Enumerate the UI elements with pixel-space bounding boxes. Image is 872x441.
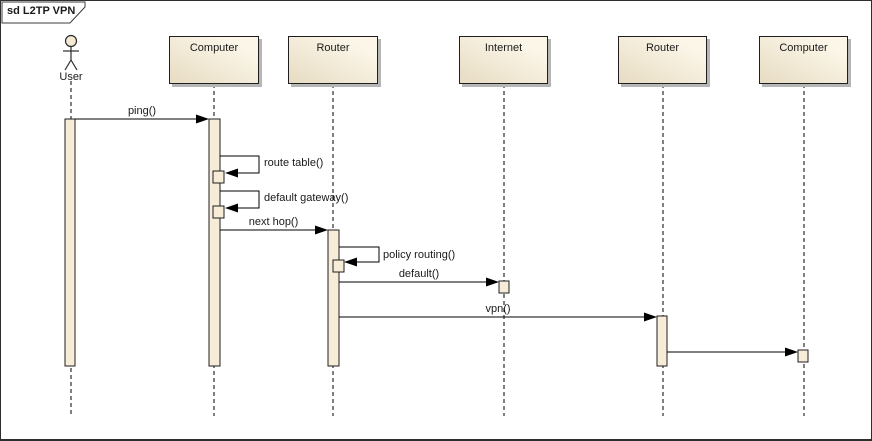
message-loop-route-table[interactable] [220,155,260,174]
message-label-policy-routing[interactable]: policy routing() [383,249,456,261]
arrowhead-default-gateway [225,203,238,213]
participant-label-router1: Router [316,42,350,54]
arrowhead-route-table [225,168,238,178]
arrowhead-next-hop [315,225,328,235]
frame-title-tab [1,1,86,24]
message-label-default-gateway[interactable]: default gateway() [264,192,349,204]
message-arrowheads [196,114,798,357]
participant-label-internet: Internet [484,42,523,54]
activation-router2[interactable] [656,315,668,367]
arrowhead-ping [196,114,209,124]
activation-internet[interactable] [498,280,510,294]
participant-box-router2[interactable]: Router [618,36,707,84]
activation-computer1[interactable] [208,118,221,367]
activation-computer1-self2[interactable] [212,205,225,219]
participant-label-computer1: Computer [189,42,239,54]
message-label-next-hop[interactable]: next hop() [248,216,299,228]
message-loop-policy-routing[interactable] [339,246,380,263]
activation-router1-self[interactable] [332,259,345,273]
participant-box-computer2[interactable]: Computer [759,36,848,84]
arrowhead-return [785,347,798,357]
message-loop-default-gateway[interactable] [220,190,260,209]
message-label-route-table[interactable]: route table() [264,157,324,169]
message-label-ping[interactable]: ping() [127,105,157,117]
message-lines [75,118,796,353]
message-label-vpn[interactable]: vpn() [485,303,511,315]
arrowhead-policy-routing [344,257,357,267]
participant-label-computer2: Computer [779,42,828,54]
activation-computer1-self1[interactable] [212,170,225,184]
arrowhead-vpn [644,312,657,322]
participant-label-user: User [59,71,83,83]
activation-router1[interactable] [327,229,340,367]
actor-icon[interactable] [63,34,79,71]
participant-box-computer1[interactable]: Computer [169,36,259,84]
message-label-default[interactable]: default() [398,268,440,280]
activation-user[interactable] [64,118,76,367]
arrowhead-default [486,277,499,287]
participant-box-router1[interactable]: Router [288,36,378,84]
participant-box-internet[interactable]: Internet [459,36,548,84]
activations [64,118,809,367]
frame-title: sd L2TP VPN [7,5,76,17]
activation-computer2[interactable] [797,349,809,363]
participant-label-router2: Router [645,42,680,54]
